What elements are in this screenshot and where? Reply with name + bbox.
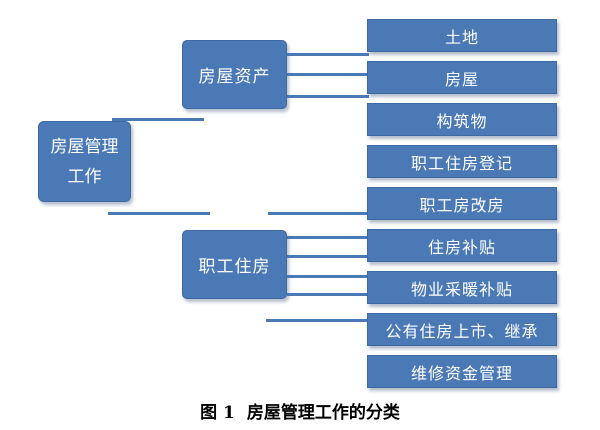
figure-title: 房屋管理工作的分类 (246, 403, 400, 423)
leaf-node: 物业采暖补贴 (367, 271, 557, 304)
leaf-connector (266, 319, 368, 322)
leaf-node: 公有住房上市、继承 (367, 313, 557, 346)
figure-number: 图 1 (200, 403, 235, 423)
leaf-connector (287, 293, 369, 296)
branch-node-staff-housing: 职工住房 (182, 230, 287, 299)
leaf-node: 维修资金管理 (367, 355, 557, 388)
leaf-connector (287, 53, 369, 56)
root-connector-top (112, 118, 204, 121)
leaf-node: 职工房改房 (367, 187, 557, 220)
leaf-node: 土地 (367, 19, 557, 52)
leaf-connector (287, 275, 369, 278)
figure-caption: 图 1 房屋管理工作的分类 (0, 398, 600, 423)
leaf-connector (287, 255, 369, 258)
leaf-connector (287, 95, 369, 98)
leaf-connector (268, 212, 368, 215)
leaf-connector (287, 73, 369, 76)
leaf-node: 构筑物 (367, 103, 557, 136)
root-connector-bottom (108, 212, 210, 215)
leaf-node: 职工住房登记 (367, 145, 557, 178)
root-node: 房屋管理 工作 (38, 121, 131, 202)
branch-node-property-assets: 房屋资产 (182, 40, 287, 109)
leaf-connector (287, 236, 369, 239)
leaf-node: 房屋 (367, 61, 557, 94)
leaf-node: 住房补贴 (367, 229, 557, 262)
